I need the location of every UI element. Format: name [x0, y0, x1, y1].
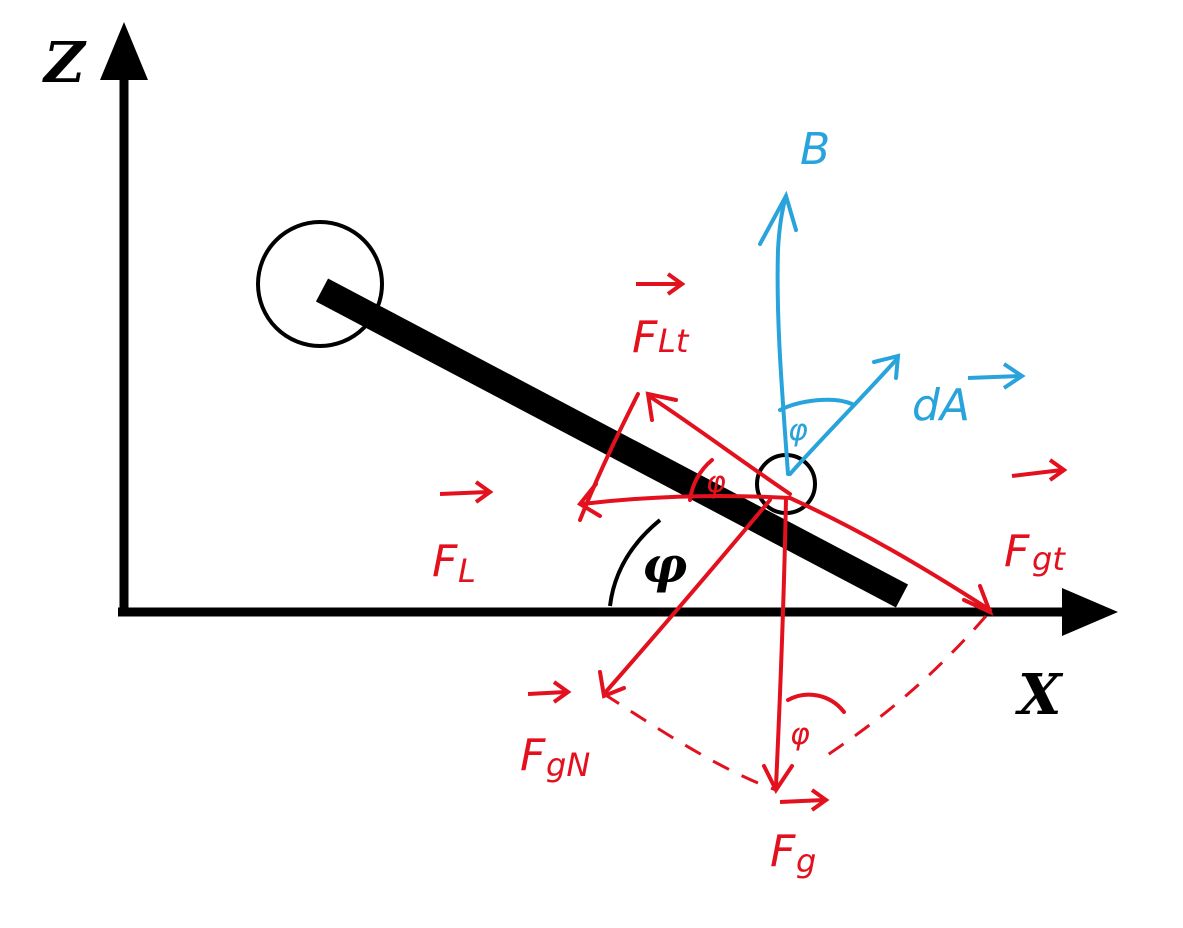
f-lt-vector — [650, 396, 792, 496]
force-triangle-angle-label: φ — [706, 465, 726, 500]
f-l-vector — [580, 494, 792, 506]
projection-lines — [603, 615, 988, 792]
f-l-label: F L — [432, 480, 494, 590]
area-label-arrow-icon — [967, 362, 1026, 390]
f-g-label: F g — [770, 788, 830, 880]
field-vectors — [758, 190, 901, 476]
b-field-vector — [775, 194, 790, 476]
f-lt-label-base: F — [632, 312, 658, 363]
f-gn-vector — [602, 498, 772, 696]
f-gn-arrowhead — [598, 670, 626, 699]
f-gn-label-sub: gN — [546, 746, 590, 784]
f-lt-arrowhead — [645, 391, 678, 422]
area-label: dA — [912, 380, 970, 431]
force-vectors — [577, 391, 994, 794]
f-gt-label-arrow-icon — [1011, 458, 1068, 482]
f-lt-label: F Lt — [632, 272, 690, 363]
f-lt-label-sub: Lt — [658, 322, 690, 360]
f-gn-label: F gN — [520, 680, 590, 784]
f-g-label-base: F — [770, 826, 796, 877]
gravity-angle-label: φ — [790, 717, 810, 752]
area-vector — [788, 358, 898, 476]
rod-angle-label: φ — [642, 535, 687, 594]
pivot-circle — [256, 220, 384, 348]
force-triangle-side — [578, 392, 640, 522]
x-axis-label: X — [1015, 662, 1064, 728]
f-gt-label: F gt — [1004, 458, 1068, 578]
f-l-label-base: F — [432, 536, 458, 587]
b-area-angle-arc — [778, 397, 854, 412]
f-lt-label-arrow-icon — [636, 272, 686, 296]
z-axis-label: Z — [42, 30, 87, 96]
projection-gt-to-g — [819, 615, 988, 762]
f-l-label-arrow-icon — [439, 480, 494, 504]
f-gt-vector — [788, 496, 992, 612]
b-field-label: B — [800, 124, 830, 175]
field-area-angle-label: φ — [788, 413, 808, 448]
f-g-label-arrow-icon — [779, 788, 830, 812]
x-axis-arrowhead — [1062, 588, 1118, 636]
f-gt-label-base: F — [1004, 526, 1030, 577]
f-gt-label-sub: gt — [1032, 540, 1066, 578]
gravity-angle-arc — [786, 692, 846, 714]
projection-gn-to-g — [603, 692, 777, 792]
f-l-label-sub: L — [458, 552, 476, 590]
b-arrowhead — [758, 190, 798, 246]
rod-angle-arc — [608, 518, 662, 607]
f-gn-label-arrow-icon — [527, 680, 572, 704]
f-g-vector — [774, 496, 788, 788]
z-axis-arrowhead — [100, 22, 148, 80]
area-arrowhead — [872, 353, 901, 380]
f-gt-arrowhead — [962, 584, 994, 616]
f-g-label-sub: g — [796, 842, 816, 880]
force-triangle-angle-arc — [688, 458, 714, 502]
f-gn-label-base: F — [520, 730, 546, 781]
